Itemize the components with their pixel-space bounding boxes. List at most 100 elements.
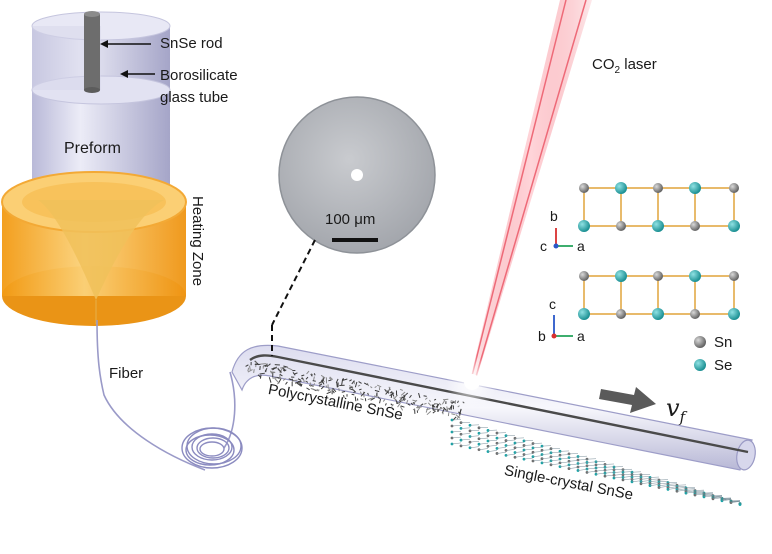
poly-grain [279,373,283,377]
legend-se-swatch [694,359,706,371]
atom [616,309,626,319]
poly-grain [349,388,354,391]
poly-grain [341,391,346,393]
atom [653,183,663,193]
lattice-bond [640,478,651,480]
poly-grain [360,391,366,397]
lattice-bond [667,488,678,490]
poly-grain [274,378,280,384]
poly-grain [426,410,432,416]
legend-sn-label: Sn [714,334,733,351]
poly-grain [310,373,313,377]
lattice-bond [730,500,741,502]
label-heating-zone: Heating Zone [189,196,206,287]
poly-grain [291,378,294,382]
tube-pointer-arrow [120,70,155,78]
poly-grain [456,414,461,420]
atom [690,221,700,231]
poly-grain [310,388,316,391]
axis-triad-bottom [551,315,573,339]
poly-grain [320,385,325,390]
lattice-bond [667,485,678,487]
lattice-bond [550,451,561,453]
label-glass-tube: glass tube [160,89,229,106]
lattice-bond [469,440,480,443]
crystal-structure-top [578,182,740,232]
lattice-bond [595,469,606,472]
lattice-bond [613,474,624,476]
lattice-bond [721,498,732,500]
lattice-bond [505,439,516,441]
lattice-bond [496,437,507,439]
lattice-bond [622,478,633,481]
lattice-bond [586,470,597,473]
poly-grain [391,404,394,407]
lattice-bond [586,467,597,470]
lattice-bond [514,451,525,453]
lattice-bond [721,498,732,501]
atom [652,220,664,232]
atom [690,309,700,319]
poly-grain [335,378,339,384]
poly-grain [399,406,404,411]
atom [578,308,590,320]
atom [579,271,589,281]
co2-laser-beam [470,0,592,381]
poly-grain [436,403,440,406]
poly-grain [332,387,337,393]
poly-grain [432,410,436,414]
lattice-bond [469,435,480,437]
lattice-bond [577,465,588,468]
poly-grain [312,380,316,382]
poly-grain [455,414,461,419]
poly-grain [351,380,355,385]
poly-grain [257,374,262,378]
poly-grain [393,394,399,400]
poly-grain [405,392,409,396]
poly-grain [403,397,407,401]
poly-grain [253,369,255,373]
poly-grain [423,402,427,405]
lattice-bond [676,485,687,487]
lattice-bond [451,442,462,445]
preform-neck-down-cone [38,200,164,324]
poly-grain [429,399,431,403]
poly-grain [325,385,328,388]
poly-grain [417,405,420,409]
lattice-bond [478,432,489,434]
lattice-bond [604,474,615,477]
poly-grain [399,396,404,402]
lattice-bond [703,495,714,498]
lattice-bond [559,454,570,456]
lattice-bond [730,500,741,502]
lattice-bond [451,436,462,439]
lattice-bond [487,450,498,452]
poly-grain [343,394,345,398]
lattice-bond [649,482,660,484]
poly-grain [397,402,401,408]
lattice-bond [676,487,687,489]
poly-grain [374,389,380,393]
poly-grain [313,373,316,376]
lattice-bond [622,473,633,475]
poly-grain [459,408,462,415]
label-snse-rod: SnSe rod [160,35,223,52]
poly-grain [270,371,276,374]
lattice-bond [712,496,723,499]
lattice-bond [613,476,624,479]
lattice-bond [523,453,534,455]
poly-grain [301,377,304,380]
label-co2-laser: CO2 laser [592,56,657,76]
poly-grain [247,367,250,372]
poly-grain [299,383,303,387]
lattice-bond [541,461,552,464]
poly-grain [399,399,403,402]
lattice-bond [703,494,714,496]
poly-grain [425,407,429,413]
poly-grain [320,374,326,379]
poly-grain [438,402,442,406]
lattice-bond [451,425,462,427]
poly-grain [288,378,292,381]
lattice-atom [738,503,742,506]
atom [615,182,627,194]
